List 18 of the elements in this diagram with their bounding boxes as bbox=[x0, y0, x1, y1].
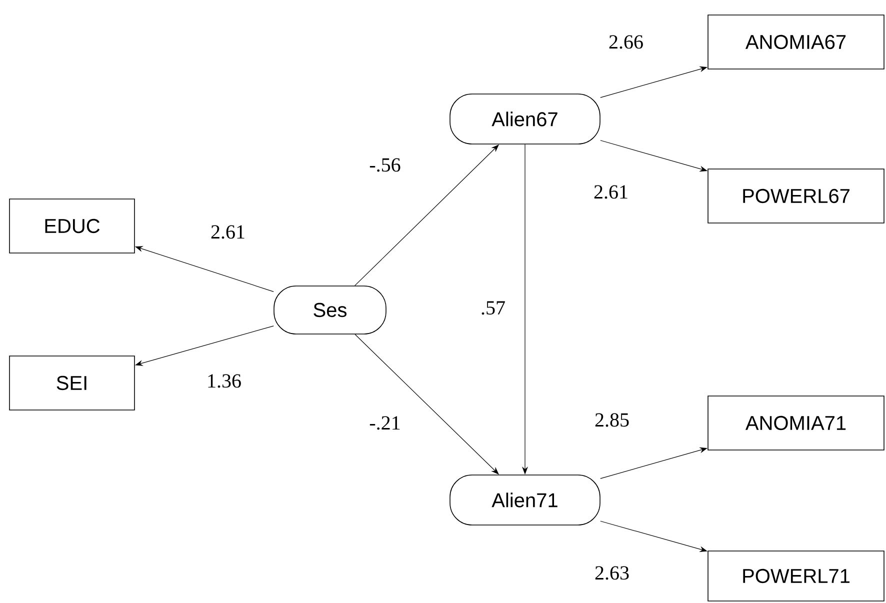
edge-label: 2.66 bbox=[608, 34, 644, 50]
observed-variable-box: ANOMIA71 bbox=[708, 396, 884, 450]
latent-variable-node: Alien71 bbox=[450, 474, 600, 526]
edge-label: .57 bbox=[480, 300, 506, 316]
edge-label: 2.85 bbox=[594, 412, 630, 428]
observed-variable-box: ANOMIA67 bbox=[708, 14, 884, 70]
edge-label: 2.61 bbox=[210, 224, 246, 240]
observed-variable-box: SEI bbox=[9, 356, 135, 410]
latent-variable-node: Alien67 bbox=[450, 94, 600, 144]
edge-label: -.21 bbox=[368, 415, 402, 431]
edge-label: 1.36 bbox=[206, 373, 242, 389]
edge-label: 2.61 bbox=[592, 184, 630, 200]
latent-variable-node: Ses bbox=[274, 286, 386, 334]
edge-label: -.56 bbox=[368, 157, 402, 173]
observed-variable-box: EDUC bbox=[9, 198, 135, 254]
observed-variable-box: POWERL71 bbox=[708, 550, 884, 602]
observed-variable-box: POWERL67 bbox=[708, 168, 884, 224]
edge-label: 2.63 bbox=[594, 565, 630, 581]
